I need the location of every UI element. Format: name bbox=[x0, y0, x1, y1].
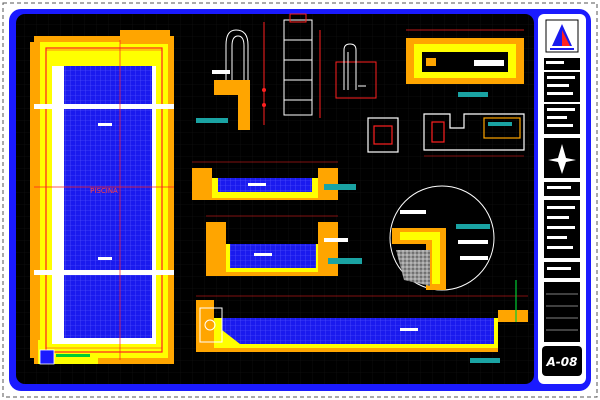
plan-coping-side bbox=[30, 42, 40, 358]
plan-red-outline bbox=[45, 47, 163, 353]
plan-band-1 bbox=[34, 104, 174, 109]
pool-section-b bbox=[206, 215, 362, 276]
plan-band-2 bbox=[34, 270, 174, 275]
annotation-notes bbox=[196, 70, 426, 242]
skimmer-details bbox=[367, 113, 525, 157]
skimmer-note bbox=[488, 122, 512, 126]
plan-top-strip bbox=[52, 56, 156, 66]
plan-drain-box bbox=[39, 349, 55, 365]
coping-enlarged-detail bbox=[389, 185, 495, 291]
plan-pool-water bbox=[64, 64, 152, 338]
room-note bbox=[458, 92, 488, 97]
machine-room-section bbox=[406, 29, 524, 97]
pool-section-a bbox=[192, 161, 356, 200]
plan-note-2 bbox=[98, 257, 112, 260]
title-block: A-08 bbox=[538, 14, 586, 384]
north-arrow-icon bbox=[548, 144, 576, 174]
pool-name-label: PISCINA bbox=[90, 187, 118, 195]
sheet-number: A-08 bbox=[546, 355, 578, 369]
sheet-number-box bbox=[542, 346, 582, 376]
pool-longitudinal-section bbox=[196, 280, 528, 363]
pool-plan-view: PISCINA bbox=[30, 30, 174, 365]
plan-pipe bbox=[56, 354, 90, 357]
plan-coping-top bbox=[120, 30, 170, 44]
plan-note-1 bbox=[98, 123, 112, 126]
ladder-coping bbox=[214, 80, 250, 130]
ladder-elevation-detail bbox=[214, 13, 377, 130]
